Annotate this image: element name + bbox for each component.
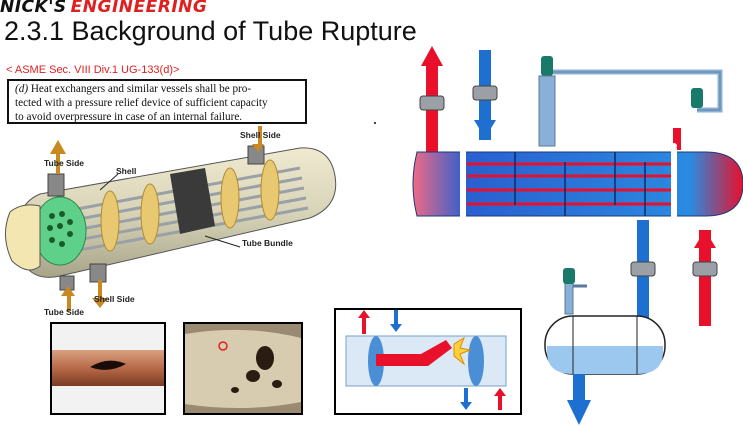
vessel-drain-pipe — [573, 374, 585, 404]
quote-paragraph-mark: (d) — [15, 83, 29, 95]
corroded-tube-photo — [183, 322, 303, 415]
shell-out-arrow-icon — [460, 388, 472, 410]
shell-side-down-arrow — [252, 126, 264, 152]
tube-relief-pipe — [673, 128, 681, 150]
relief-system-schematic — [412, 46, 743, 425]
shell-outlet-nozzle — [89, 263, 107, 283]
tube-rupture-schematic — [334, 308, 522, 415]
broken-tube — [376, 340, 452, 366]
tube-out-arrow-icon — [358, 310, 370, 334]
exchanger-body — [412, 151, 743, 217]
label-shell: Shell — [116, 166, 137, 176]
tube-holes — [47, 211, 73, 247]
exchanger-tubes — [467, 162, 677, 206]
exchanger-baffles — [514, 152, 646, 216]
shell-side-out-arrow — [92, 280, 108, 308]
tube-sheet — [33, 196, 87, 266]
top-isolation-valves — [419, 85, 498, 111]
rupture-burst-icon — [453, 336, 472, 366]
code-reference: < ASME Sec. VIII Div.1 UG-133(d)> — [6, 64, 180, 76]
vessel-liquid — [547, 346, 663, 374]
ruptured-tube-image — [52, 350, 164, 386]
tube-outlet-arrow-icon — [421, 46, 443, 66]
shell-outlet-valve — [630, 261, 656, 277]
quote-line-3: to avoid overpressure in case of an inte… — [15, 111, 243, 123]
label-tube-side-top: Tube Side — [44, 158, 84, 168]
label-shell-side-bottom: Shell Side — [94, 294, 135, 304]
vessel-relief-valve — [563, 268, 575, 284]
brand-name-part1: NICK'S — [0, 0, 67, 17]
tube-inlet-pipe — [699, 230, 711, 326]
shell-relief-pipe — [538, 75, 556, 147]
quote-line-1: (d) Heat exchangers and similar vessels … — [15, 82, 299, 96]
tube-side-in-arrow — [61, 286, 75, 311]
rupture-hole — [90, 360, 126, 370]
tube-inlet-nozzle — [47, 173, 65, 197]
tube-in-arrow-icon — [494, 388, 506, 410]
tube-bundle-pointer — [204, 235, 241, 248]
quote-line-1-text: Heat exchangers and similar vessels shal… — [28, 83, 252, 95]
tube-inlet-arrow-icon — [694, 230, 716, 248]
shell-inlet-arrow-icon — [474, 120, 496, 138]
baffle-plates — [100, 159, 280, 252]
label-tube-bundle: Tube Bundle — [242, 238, 293, 248]
brand-name-part2: ENGINEERING — [70, 0, 208, 17]
code-quote-box: (d) Heat exchangers and similar vessels … — [7, 79, 307, 124]
corroded-tube-image — [185, 324, 301, 413]
tube-sheet-flanges — [460, 143, 677, 227]
shell-band — [170, 168, 215, 234]
stray-dot — [374, 122, 376, 124]
page-title: 2.3.1 Background of Tube Rupture — [4, 16, 417, 46]
tube-rupture-schematic-image — [345, 310, 507, 410]
tube-side-up-arrow — [50, 140, 66, 174]
vessel-drain-arrow-icon — [567, 400, 591, 425]
channel-head — [5, 204, 41, 271]
tube-inlet-valve — [692, 261, 718, 277]
shell-pointer — [99, 173, 119, 191]
heat-exchanger-cutaway-illustration — [5, 126, 337, 311]
label-shell-side-top: Shell Side — [240, 130, 281, 140]
top-relief-valves — [541, 56, 703, 108]
shell-in-arrow-icon — [390, 310, 402, 332]
label-tube-side-bottom: Tube Side — [44, 307, 84, 317]
ruptured-tube-photo — [50, 322, 166, 415]
quote-line-2: tected with a pressure relief device of … — [15, 97, 268, 109]
